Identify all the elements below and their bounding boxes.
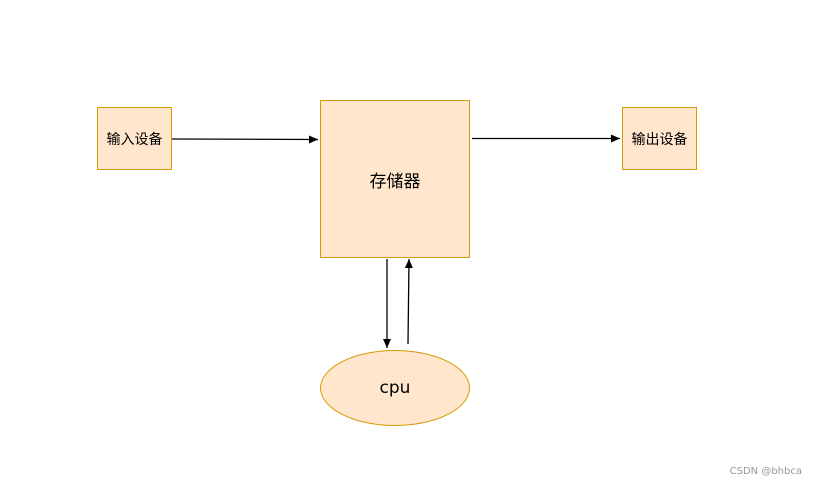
output-device-label: 输出设备 — [631, 131, 688, 148]
input-device-node: 输入设备 — [97, 107, 172, 170]
cpu-node: cpu — [320, 350, 470, 426]
input-device-label: 输入设备 — [106, 131, 163, 148]
memory-node: 存储器 — [320, 100, 470, 258]
cpu-label: cpu — [379, 378, 411, 398]
output-device-node: 输出设备 — [622, 107, 697, 170]
watermark: CSDN @bhbca — [729, 466, 802, 477]
memory-label: 存储器 — [369, 171, 421, 192]
edge-input-to-memory — [171, 135, 319, 144]
edge-cpu-to-memory — [404, 258, 413, 345]
